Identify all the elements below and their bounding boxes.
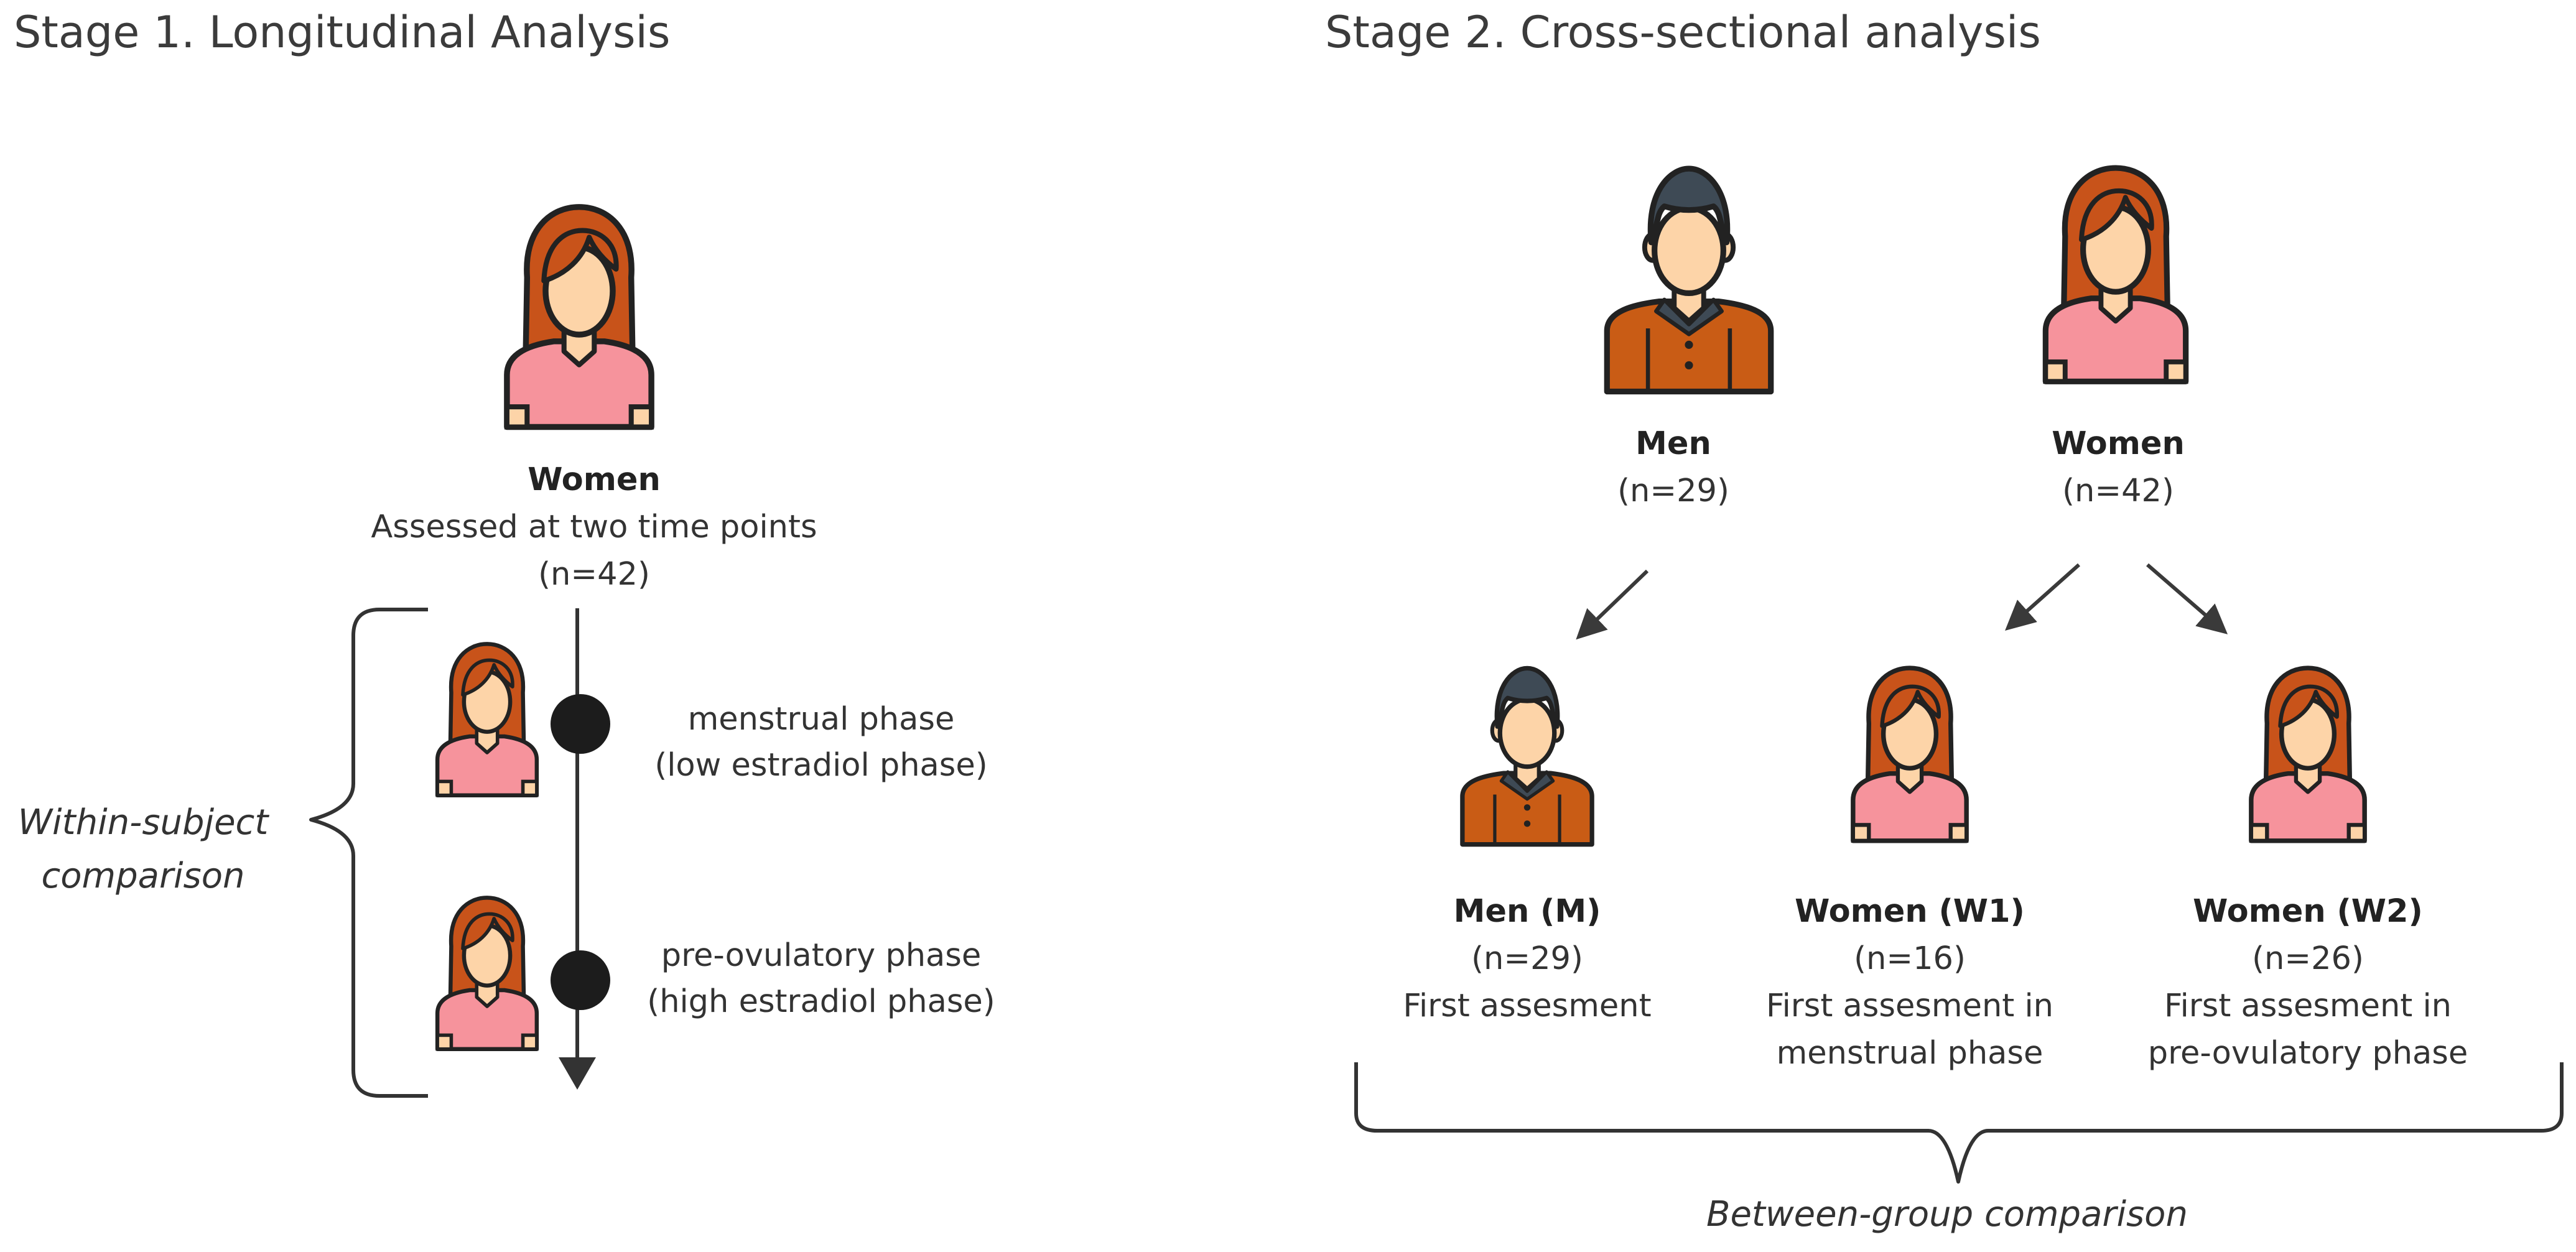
within-subject-label: Within-subject comparison: [17, 802, 269, 896]
phase-menstrual-label: menstrual phase (low estradiol phase): [654, 701, 988, 784]
stage2-title: Stage 2. Cross-sectional analysis: [1325, 7, 2041, 58]
arrow-women-to-w2: [2146, 563, 2228, 634]
between-group-brace: [1354, 1062, 2564, 1184]
w2-group-label: Women (W2) (n=26) First assesment in pre…: [2147, 893, 2468, 1072]
timepoint-dot-preovulatory: [551, 950, 610, 1010]
arrow-men-to-m: [1576, 569, 1649, 640]
women-top-label: Women (n=42): [2052, 425, 2185, 509]
timeline-arrowhead: [559, 1057, 596, 1090]
phase-preovulatory-label: pre-ovulatory phase (high estradiol phas…: [647, 937, 995, 1020]
men-group-label: Men (M) (n=29) First assesment: [1403, 893, 1652, 1024]
stage1-title: Stage 1. Longitudinal Analysis: [14, 7, 671, 58]
arrow-women-to-w1: [2005, 563, 2080, 631]
within-subject-brace: [309, 608, 428, 1098]
stage1-women-label: Women Assessed at two time points (n=42): [371, 461, 817, 593]
men-top-label: Men (n=29): [1617, 425, 1729, 509]
w1-group-label: Women (W1) (n=16) First assesment in men…: [1766, 893, 2053, 1072]
between-group-label: Between-group comparison: [1706, 1194, 2188, 1235]
timepoint-dot-menstrual: [551, 694, 610, 754]
